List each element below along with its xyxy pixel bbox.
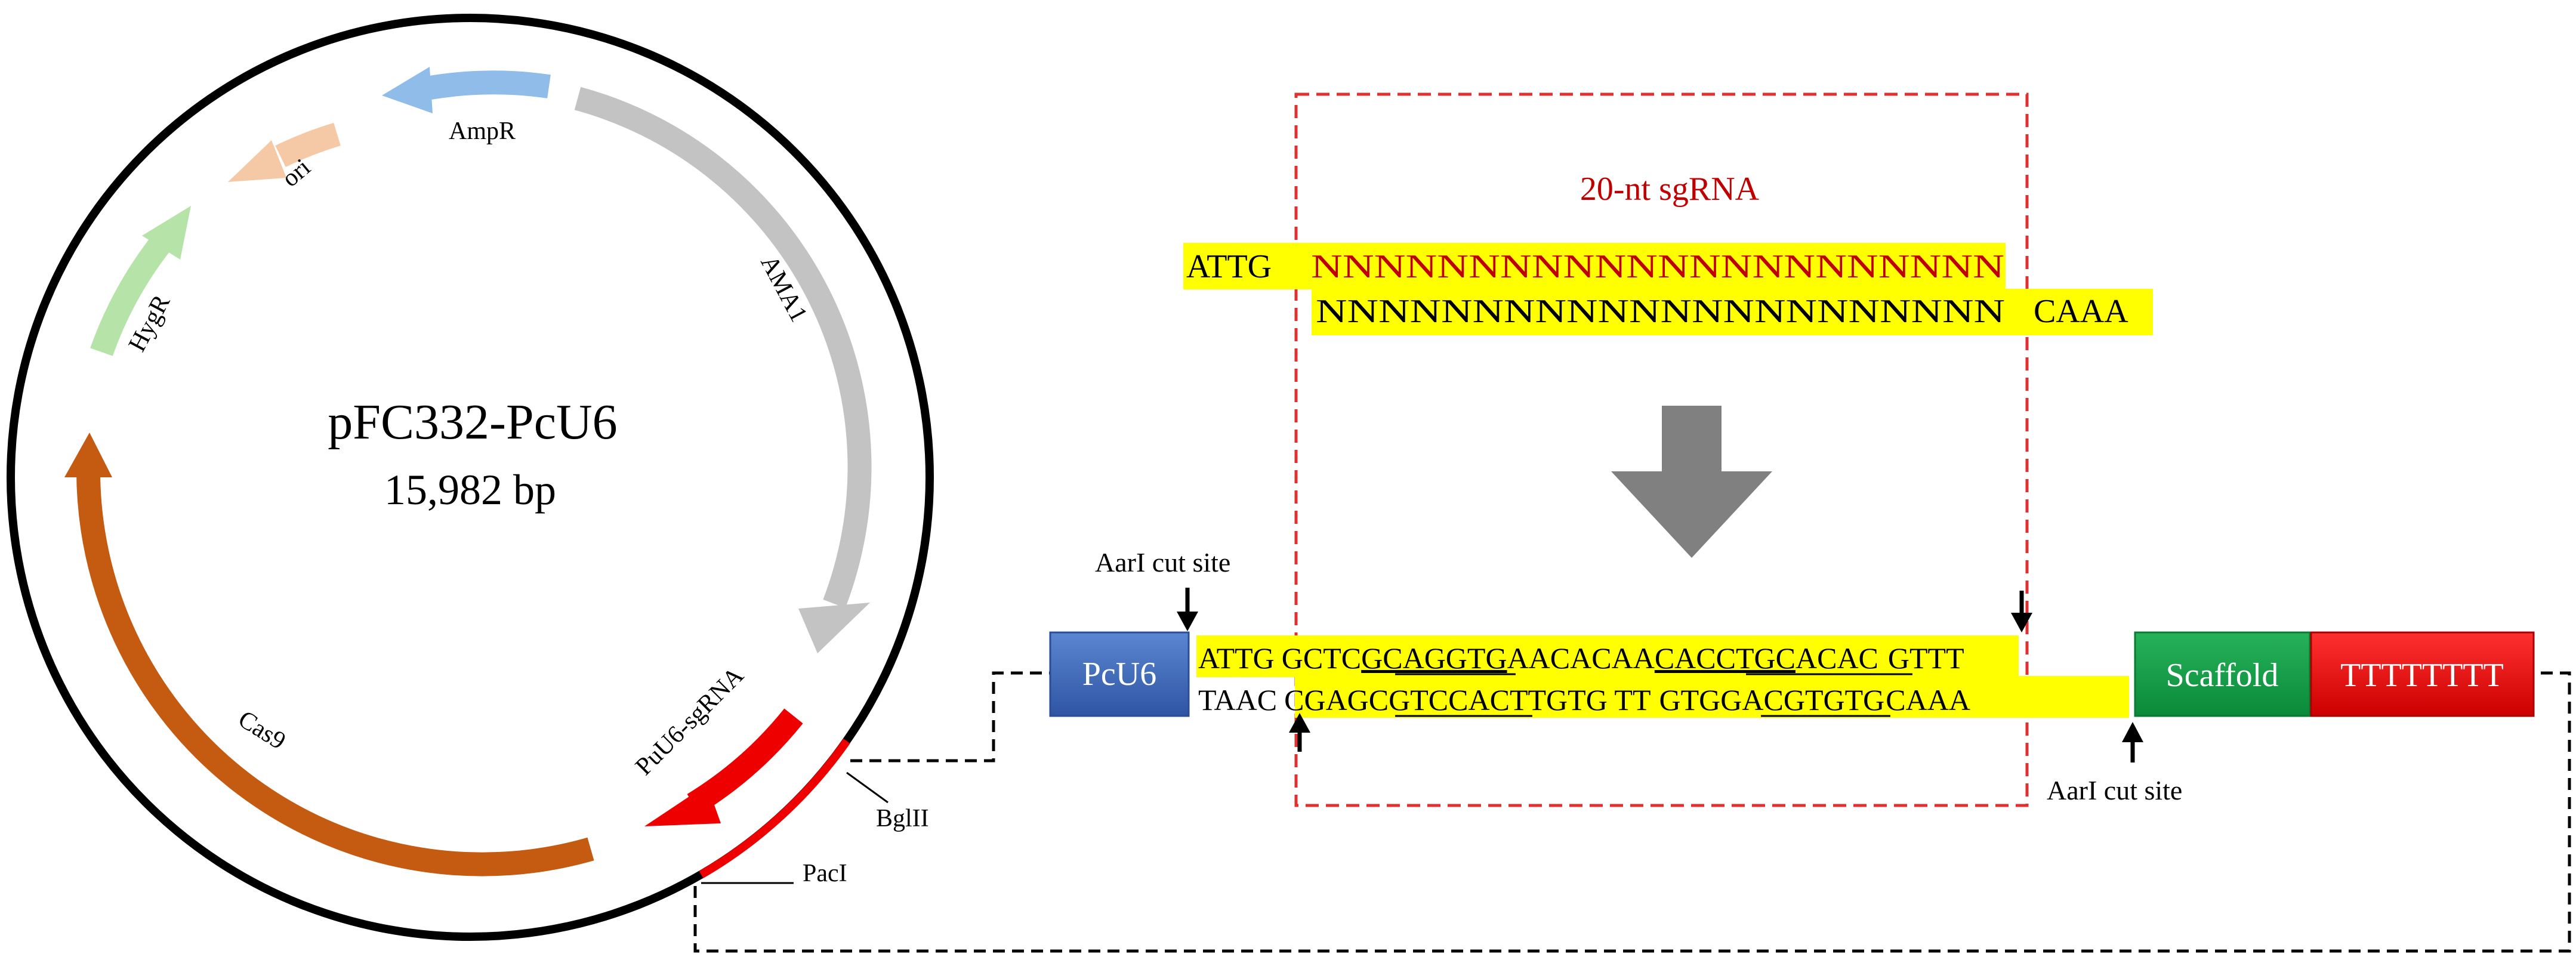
pcu6-box xyxy=(1049,631,1190,717)
aari-top-arrow xyxy=(1177,588,1198,631)
aari-right-top-arrow xyxy=(2011,591,2032,632)
top-right-overhang: GTTT xyxy=(1888,641,1964,675)
insertion-arrow xyxy=(1611,406,1772,558)
aari-bottom-arrow xyxy=(2122,722,2143,762)
terminator-label: TTTTTTTT xyxy=(2340,657,2504,694)
bottom-oligo-highlight xyxy=(1312,289,2153,335)
bottom-right-overhang: CAAA xyxy=(1886,683,1970,717)
ori-arrowhead xyxy=(228,140,286,182)
pcu6-label: PcU6 xyxy=(1082,656,1156,693)
aari-top-label: AarI cut site xyxy=(1095,547,1230,578)
plasmid-size: 15,982 bp xyxy=(384,466,556,514)
bottom-seq-2: CGTCCAC xyxy=(1369,683,1510,717)
bottom-oligo-n: NNNNNNNNNNNNNNNNNNNNNN xyxy=(1316,293,2005,330)
top-oligo-n: NNNNNNNNNNNNNNNNNNNNNN xyxy=(1311,248,2004,285)
ampr-arc xyxy=(424,70,551,100)
plasmid-map: pFC332-PcU6 15,982 bp AmpR ori AMA1 HygR… xyxy=(7,14,934,941)
plasmid-backbone xyxy=(7,14,934,941)
top-seq-2: GCAGGTG xyxy=(1361,641,1507,675)
cas9-arrowhead xyxy=(64,433,112,477)
aari-bottom-label: AarI cut site xyxy=(2047,775,2182,805)
bglii-tick xyxy=(846,771,889,804)
bglii-label: BglII xyxy=(876,805,929,832)
pu6-sgrna-arrowhead xyxy=(644,785,721,826)
top-strand-highlight xyxy=(1196,635,2019,677)
connector-bglii xyxy=(850,671,1050,762)
bottom-seq-5: TGTG xyxy=(1805,683,1884,717)
hygr-arc xyxy=(90,234,172,356)
bottom-strand-highlight xyxy=(1295,676,2129,718)
cas9-label: Cas9 xyxy=(233,705,291,755)
bottom-seq-3: TTGTG TT xyxy=(1510,683,1651,717)
top-oligo-prefix: ATTG xyxy=(1186,248,1272,285)
bottom-oligo-suffix: CAAA xyxy=(2034,293,2128,330)
scaffold-box xyxy=(2134,631,2311,717)
ampr-arrowhead xyxy=(382,67,433,113)
terminator-box xyxy=(2310,631,2535,717)
plasmid-name: pFC332-PcU6 xyxy=(328,394,617,450)
top-seq-3: AACACAA xyxy=(1507,641,1655,675)
paci-label: PacI xyxy=(803,860,847,887)
sgrna-design: 20-nt sgRNA ATTG NNNNNNNNNNNNNNNNNNNNNN … xyxy=(1183,92,2153,807)
sgrna-title: 20-nt sgRNA xyxy=(1580,171,1760,208)
ama1-arc xyxy=(574,87,872,609)
aari-left-bottom-arrow xyxy=(1289,713,1310,752)
top-seq-1: GCTC xyxy=(1282,641,1361,675)
bglii-paci-segment xyxy=(699,738,850,879)
top-left-overhang: ATTG xyxy=(1198,641,1275,675)
top-seq-4: CACCTGC xyxy=(1655,641,1796,675)
bottom-left-overhang: TAAC xyxy=(1198,683,1277,717)
scaffold-label: Scaffold xyxy=(2166,657,2279,694)
sgrna-frame xyxy=(1294,92,2029,807)
top-seq-5: ACAC xyxy=(1796,641,1878,675)
ampr-label: AmpR xyxy=(449,118,516,145)
cas9-arc xyxy=(76,471,594,876)
hygr-arrowhead xyxy=(142,206,191,260)
bottom-seq-1: CGAG xyxy=(1284,683,1369,717)
connector-paci xyxy=(693,671,2571,953)
top-oligo-highlight xyxy=(1183,243,2006,289)
ori-arc xyxy=(275,122,341,168)
connector-lines xyxy=(693,671,2571,953)
ama1-arrowhead xyxy=(798,603,870,653)
bottom-seq-4: GTGGACG xyxy=(1659,683,1805,717)
